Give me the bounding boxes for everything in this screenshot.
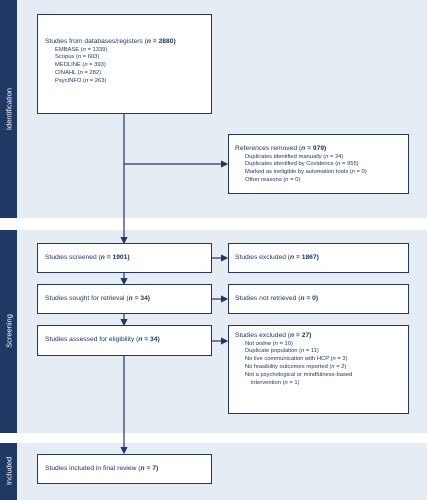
database-item: MEDLINE (n = 393) bbox=[55, 62, 106, 69]
studies-not-retrieved-box: Studies not retrieved (n = 0) bbox=[228, 284, 409, 314]
studies-screened-box: Studies screened (n = 1901) bbox=[37, 243, 212, 273]
database-item: CINAHL (n = 282) bbox=[55, 69, 102, 76]
excluded2-heading: Studies excluded (n = 27) bbox=[235, 332, 312, 339]
databases-box: Studies from databases/registers (n = 28… bbox=[37, 14, 212, 114]
removed-item: Duplicates identified by Covidence (n = … bbox=[245, 161, 359, 168]
screened-text: Studies screened (n = 1901) bbox=[45, 254, 130, 261]
database-item: PsycINFO (n = 263) bbox=[55, 77, 107, 84]
studies-sought-box: Studies sought for retrieval (n = 34) bbox=[37, 284, 212, 314]
exclusion-reason: No live communication with HCP (n = 3) bbox=[245, 356, 348, 363]
database-item: EMBASE (n = 1339) bbox=[55, 46, 108, 53]
studies-assessed-box: Studies assessed for eligibility (n = 34… bbox=[37, 325, 212, 356]
exclusion-reason: Not online (n = 10) bbox=[245, 340, 293, 347]
included-text: Studies included in final review (n = 7) bbox=[45, 465, 159, 472]
identification-sidebar: Identification bbox=[0, 0, 17, 218]
sought-text: Studies sought for retrieval (n = 34) bbox=[45, 295, 151, 302]
assessed-text: Studies assessed for eligibility (n = 34… bbox=[45, 336, 160, 343]
removed-item: Other reasons (n = 0) bbox=[245, 176, 301, 183]
excluded-text: Studies excluded (n = 1867) bbox=[235, 254, 319, 261]
exclusion-reason-continued: intervention (n = 1) bbox=[251, 379, 300, 386]
studies-included-box: Studies included in final review (n = 7) bbox=[37, 454, 212, 484]
removed-item: Marked as ineligible by automation tools… bbox=[245, 169, 367, 176]
removed-item: Duplicates identified manually (n = 24) bbox=[245, 153, 344, 160]
studies-excluded-eligibility-box: Studies excluded (n = 27) Not online (n … bbox=[228, 325, 409, 414]
exclusion-reason: Not a psychological or mindfulness-based bbox=[245, 371, 353, 378]
not-retrieved-text: Studies not retrieved (n = 0) bbox=[235, 295, 319, 302]
included-sidebar: Included bbox=[0, 443, 17, 500]
database-item: Scopus (n = 603) bbox=[55, 54, 100, 61]
screening-sidebar: Screening bbox=[0, 230, 17, 433]
exclusion-reason: No feasibility outcomes reported (n = 2) bbox=[245, 363, 347, 370]
removed-heading: References removed (n = 979) bbox=[235, 145, 327, 152]
databases-heading: Studies from databases/registers (n = 28… bbox=[45, 38, 176, 45]
exclusion-reason: Duplicate population (n = 11) bbox=[245, 348, 319, 355]
references-removed-box: References removed (n = 979) Duplicates … bbox=[228, 134, 409, 194]
studies-excluded-box: Studies excluded (n = 1867) bbox=[228, 243, 409, 273]
